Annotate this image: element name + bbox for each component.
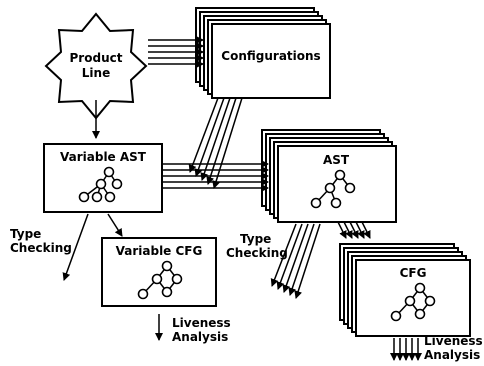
variable-cfg-label: Variable CFG (116, 244, 203, 258)
product-line-label-2: Line (82, 66, 110, 80)
ast-stack: AST (261, 129, 397, 223)
configurations-to-ast-arrows (188, 97, 243, 189)
ast-to-cfg-arrows (337, 221, 371, 239)
liveness-left-label: Liveness Analysis (172, 316, 231, 344)
configurations-label: Configurations (221, 49, 320, 63)
ast-type-check-arrows (270, 223, 321, 299)
cfg-graph-icon (390, 282, 436, 322)
configurations-stack: Configurations (195, 7, 331, 99)
type-checking-right-label: Type Checking (226, 232, 288, 260)
cfg-label: CFG (400, 266, 427, 280)
ast-label: AST (323, 153, 350, 167)
liveness-left-line1: Liveness (172, 316, 231, 330)
liveness-right-label: Liveness Analysis (424, 334, 483, 362)
cfg-liveness-arrows (390, 338, 422, 361)
type-checking-right-line1: Type (240, 232, 271, 246)
type-checking-right-line2: Checking (226, 246, 288, 260)
product-line-label-1: Product (70, 51, 123, 65)
type-checking-left-line2: Checking (10, 241, 72, 255)
variable-ast-to-ast-arrows (163, 160, 269, 192)
product-to-configurations-arrows (148, 36, 204, 68)
type-checking-left-line1: Type (10, 227, 41, 241)
variable-ast-label: Variable AST (60, 150, 147, 164)
variable-cfg-graph-icon (137, 260, 183, 300)
liveness-right-line2: Analysis (424, 348, 480, 362)
liveness-right-line1: Liveness (424, 334, 483, 348)
cfg-stack: CFG (339, 243, 471, 337)
variable-cfg-node: Variable CFG (101, 237, 217, 307)
variable-ast-type-check-arrow (62, 213, 89, 281)
liveness-left-line2: Analysis (172, 330, 228, 344)
variable-ast-to-cfg-arrow (107, 213, 123, 237)
ast-tree-icon (310, 169, 356, 209)
type-checking-left-label: Type Checking (10, 227, 72, 255)
variable-ast-tree-icon (78, 166, 123, 203)
variable-ast-node: Variable AST (43, 143, 163, 213)
